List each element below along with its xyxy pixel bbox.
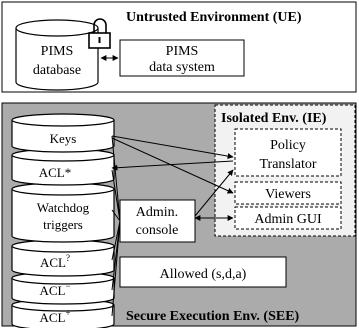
admin-console-box [119,199,196,243]
untrusted-environment-title: Untrusted Environment (UE) [126,10,302,25]
pims-data-system-box [119,39,245,77]
stack-acl-star-superscript: * [65,165,72,180]
stack-watchdog-label-2: triggers [43,217,83,232]
storage-cylinder-acl-star: ACL* [11,148,115,186]
arrow-keys-to-viewers [111,137,234,194]
svg-text:ACL−: ACL− [39,281,70,298]
policy-translator-label-2: Translator [259,157,316,172]
admin-console-label-1: Admin. [136,205,178,220]
arrow-translator-to-acl-star [111,160,234,171]
allowed-label: Allowed (s,d,a) [160,267,247,282]
viewers-label: Viewers [265,187,311,202]
policy-translator-box [234,128,342,177]
stack-acl-plus-label: ACL [39,310,65,325]
svg-text:ACL+: ACL+ [39,308,70,325]
storage-cylinder-keys: Keys [11,113,115,153]
stack-acl-minus-label: ACL [39,283,65,298]
pims-data-system-label-2: data system [149,60,215,75]
isolated-environment-title: Isolated Env. (IE) [221,111,327,126]
secure-execution-environment-title: Secure Execution Env. (SEE) [126,309,300,324]
arrow-keys-to-translator [111,135,234,160]
viewers-box [234,181,342,205]
policy-translator-label-1: Policy [270,138,306,153]
admin-gui-label: Admin GUI [254,212,322,227]
allowed-box [119,256,287,288]
arrow-console-to-translator [194,169,234,217]
stack-acl-star-label: ACL [39,165,65,180]
stack-acl-question-label: ACL [40,255,66,270]
admin-gui-box [234,206,342,230]
link-console-acl-star [111,169,121,222]
pims-database-label-1: PIMS [41,44,74,59]
stack-acl-question-superscript: ? [66,253,70,263]
stack-acl-plus-superscript: + [65,308,70,318]
link-console-keys [111,135,121,222]
admin-console-label-2: console [136,223,179,238]
stack-keys-label: Keys [50,131,77,146]
link-console-acl-plus [111,220,121,317]
pims-database-cylinder: PIMS database [15,19,99,91]
storage-cylinder-acl-question: ACL? [11,239,115,277]
stack-acl-minus-superscript: − [65,281,70,291]
svg-text:ACL*: ACL* [39,165,72,180]
link-console-watchdog [111,209,121,222]
lock-icon [88,18,111,49]
pims-data-system-label-1: PIMS [166,44,199,59]
pims-database-label-2: database [33,63,81,78]
link-console-acl-question [111,220,121,261]
svg-text:ACL?: ACL? [40,253,70,270]
storage-cylinder-acl-minus: ACL− [11,271,115,305]
storage-cylinder-watchdog-triggers: Watchdog triggers [11,182,115,243]
stack-watchdog-label-1: Watchdog [37,200,90,215]
